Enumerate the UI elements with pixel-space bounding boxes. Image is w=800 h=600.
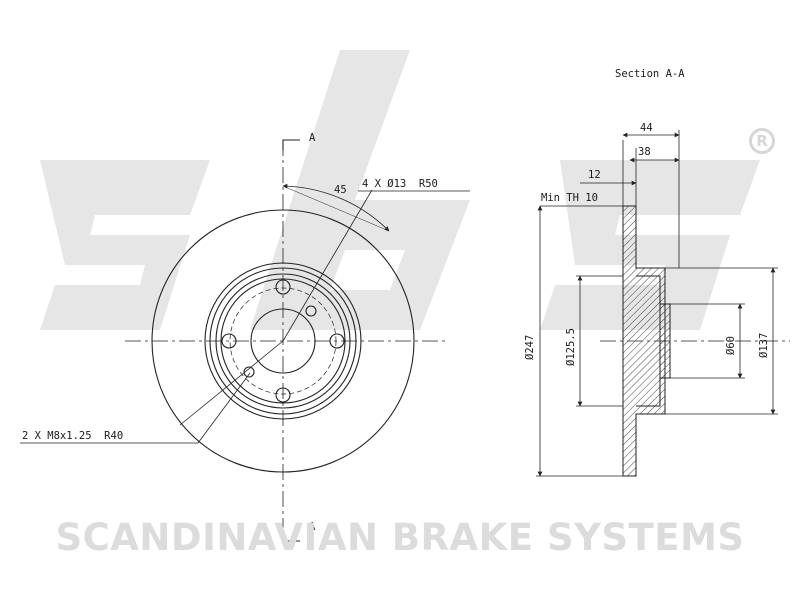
section-mark-bottom bbox=[282, 531, 300, 542]
company-name-watermark: SCANDINAVIAN BRAKE SYSTEMS bbox=[55, 516, 745, 559]
angle-label: 45 bbox=[334, 184, 347, 196]
dim-label-44: 44 bbox=[640, 122, 653, 134]
disc-front-view bbox=[20, 139, 470, 542]
hub-face bbox=[220, 278, 346, 404]
min-thickness-label: Min TH 10 bbox=[541, 192, 598, 204]
threads-leader-diag bbox=[197, 372, 251, 444]
registered-trademark-icon: R bbox=[749, 128, 775, 154]
dim-label-60: Ø60 bbox=[725, 336, 737, 355]
section-title: Section A-A bbox=[615, 68, 685, 80]
hub-ring-3 bbox=[215, 273, 351, 409]
thread-hole-upper bbox=[305, 305, 317, 317]
disc-section-view bbox=[600, 205, 790, 477]
center-bore bbox=[250, 308, 316, 374]
section-mark-top bbox=[282, 139, 300, 150]
bolt-hole-right bbox=[329, 333, 345, 349]
bolt-hole-top bbox=[275, 279, 291, 295]
thread-hole-lower bbox=[243, 366, 255, 378]
angle-leader bbox=[282, 185, 390, 232]
hub-flange bbox=[659, 303, 671, 379]
dim-label-125-5: Ø125.5 bbox=[565, 328, 577, 366]
dim-label-38: 38 bbox=[638, 146, 651, 158]
dim-label-137: Ø137 bbox=[758, 333, 770, 358]
hub-ring-outer bbox=[204, 262, 362, 420]
angle-arc bbox=[282, 183, 390, 232]
dim-label-12: 12 bbox=[588, 169, 601, 181]
dim-label-247: Ø247 bbox=[524, 335, 536, 360]
hub-ring-inner bbox=[209, 267, 357, 415]
sbs-logo-watermark bbox=[40, 50, 760, 330]
bolt-circle bbox=[229, 287, 337, 395]
holes-label: 4 X Ø13 R50 bbox=[362, 178, 438, 190]
bolt-hole-left bbox=[221, 333, 237, 349]
section-marker-top: A bbox=[309, 132, 316, 144]
dimension-lines bbox=[536, 130, 778, 477]
threads-label: 2 X M8x1.25 R40 bbox=[22, 430, 123, 442]
section-marker-bottom: A bbox=[309, 521, 316, 533]
bolt-hole-bottom bbox=[275, 387, 291, 403]
radius-line-r40 bbox=[179, 340, 284, 426]
